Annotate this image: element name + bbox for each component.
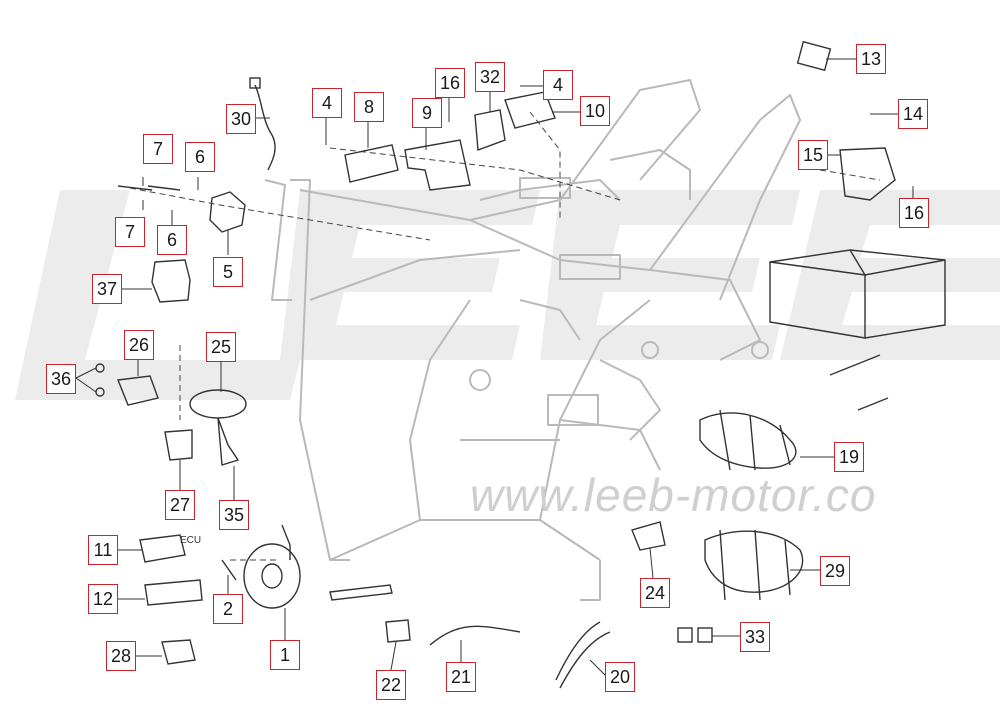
- callout-10[interactable]: 10: [580, 96, 610, 126]
- callout-label: 7: [152, 138, 163, 159]
- callout-35[interactable]: 35: [219, 500, 249, 530]
- callout-label: 19: [838, 446, 860, 467]
- callout-29[interactable]: 29: [820, 556, 850, 586]
- callout-7-upper[interactable]: 7: [143, 134, 173, 164]
- callout-label: 12: [92, 588, 114, 609]
- callout-label: 10: [584, 100, 606, 121]
- callout-label: 7: [124, 221, 135, 242]
- callout-32[interactable]: 32: [475, 62, 505, 92]
- callout-11[interactable]: 11: [88, 535, 118, 565]
- callout-30[interactable]: 30: [226, 104, 256, 134]
- callout-6-upper[interactable]: 6: [185, 142, 215, 172]
- callout-13[interactable]: 13: [856, 44, 886, 74]
- callout-label: 30: [230, 108, 252, 129]
- callout-26[interactable]: 26: [124, 330, 154, 360]
- callout-label: 6: [194, 146, 205, 167]
- callout-1[interactable]: 1: [270, 640, 300, 670]
- callout-label: 28: [110, 645, 132, 666]
- motorcycle-frame: [264, 79, 801, 601]
- callout-label: 1: [279, 644, 290, 665]
- callout-7-lower[interactable]: 7: [115, 217, 145, 247]
- callout-label: 13: [860, 48, 882, 69]
- callout-label: 6: [166, 229, 177, 250]
- callout-label: 36: [50, 368, 72, 389]
- callout-16-upper[interactable]: 16: [435, 68, 465, 98]
- callout-label: 15: [802, 144, 824, 165]
- callout-9[interactable]: 9: [412, 98, 442, 128]
- callout-label: 35: [223, 504, 245, 525]
- watermark-url: www.leeb-motor.co: [470, 469, 877, 521]
- callout-label: 4: [321, 92, 332, 113]
- callout-19[interactable]: 19: [834, 442, 864, 472]
- callout-label: 25: [210, 336, 232, 357]
- callout-label: 11: [93, 539, 113, 560]
- callout-label: 14: [902, 103, 924, 124]
- callout-label: 29: [824, 560, 846, 581]
- callout-16-lower[interactable]: 16: [899, 198, 929, 228]
- callout-27[interactable]: 27: [165, 490, 195, 520]
- callout-8[interactable]: 8: [354, 92, 384, 122]
- callout-label: 32: [479, 66, 501, 87]
- callout-label: 2: [222, 598, 233, 619]
- callout-4-right[interactable]: 4: [543, 70, 573, 100]
- callout-label: 20: [609, 666, 631, 687]
- callout-label: 37: [96, 278, 118, 299]
- callout-label: 21: [450, 666, 472, 687]
- callout-36[interactable]: 36: [46, 364, 76, 394]
- callout-22[interactable]: 22: [376, 670, 406, 700]
- callout-label: 24: [644, 582, 666, 603]
- callout-14[interactable]: 14: [898, 99, 928, 129]
- callout-label: 16: [903, 202, 925, 223]
- callout-label: 4: [552, 74, 563, 95]
- assembly-leader-lines: [129, 111, 881, 561]
- parts: [95, 40, 946, 689]
- callout-15[interactable]: 15: [798, 140, 828, 170]
- callout-28[interactable]: 28: [106, 641, 136, 671]
- callout-label: 8: [363, 96, 374, 117]
- ecu-label: ECU: [180, 535, 202, 546]
- callout-leaders: [75, 58, 914, 677]
- leeb-watermark-inner: [842, 225, 1000, 325]
- callout-label: 27: [169, 494, 191, 515]
- callout-label: 9: [421, 102, 432, 123]
- callout-25[interactable]: 25: [206, 332, 236, 362]
- callout-label: 33: [744, 626, 766, 647]
- callout-12[interactable]: 12: [88, 584, 118, 614]
- callout-20[interactable]: 20: [605, 662, 635, 692]
- callout-label: 26: [128, 334, 150, 355]
- callout-21[interactable]: 21: [446, 662, 476, 692]
- callout-6-lower[interactable]: 6: [157, 225, 187, 255]
- callout-2[interactable]: 2: [213, 594, 243, 624]
- callout-37[interactable]: 37: [92, 274, 122, 304]
- callout-label: 5: [222, 261, 233, 282]
- callout-label: 22: [380, 674, 402, 695]
- callout-label: 16: [439, 72, 461, 93]
- callout-33[interactable]: 33: [740, 622, 770, 652]
- callout-5[interactable]: 5: [213, 257, 243, 287]
- callout-24[interactable]: 24: [640, 578, 670, 608]
- callout-4-left[interactable]: 4: [312, 88, 342, 118]
